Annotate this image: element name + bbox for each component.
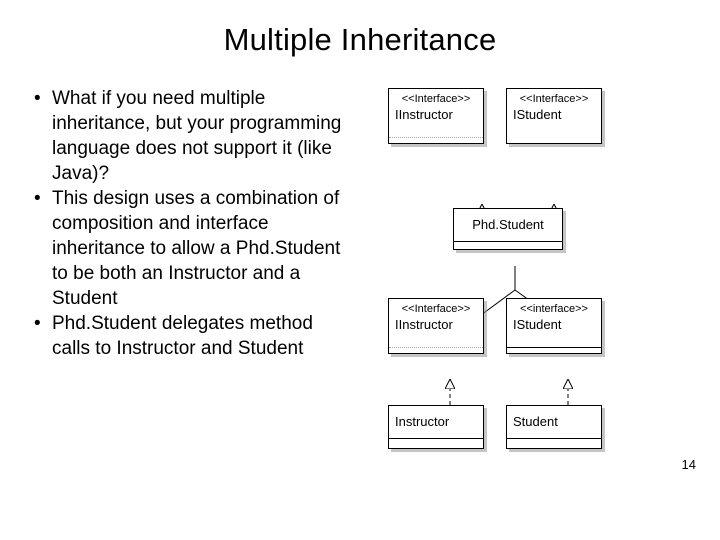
uml-class-name: Phd.Student	[472, 217, 544, 232]
list-item: • This design uses a combination of comp…	[22, 186, 352, 311]
uml-diagram: <<Interface>> IInstructor <<Interface>> …	[378, 80, 708, 470]
list-item-text: Phd.Student delegates method calls to In…	[52, 313, 313, 359]
uml-divider	[389, 137, 483, 138]
uml-stereotype: <<Interface>>	[519, 93, 589, 105]
uml-divider	[507, 438, 601, 439]
uml-box-instructor: Instructor	[388, 405, 484, 449]
list-item: • What if you need multiple inheritance,…	[22, 86, 352, 186]
uml-box-phd-student: Phd.Student	[453, 208, 563, 250]
uml-divider	[389, 438, 483, 439]
list-item-text: What if you need multiple inheritance, b…	[52, 88, 342, 184]
bullet-list: • What if you need multiple inheritance,…	[22, 86, 352, 361]
uml-divider	[389, 347, 483, 348]
bullet-marker: •	[34, 313, 41, 334]
uml-stereotype: <<interface>>	[520, 303, 588, 315]
uml-stereotype: <<Interface>>	[401, 303, 471, 315]
uml-divider	[507, 347, 601, 348]
uml-class-name: IStudent	[513, 317, 562, 332]
uml-box-istudent-top: <<Interface>> IStudent	[506, 88, 602, 144]
uml-class-name: Student	[513, 414, 558, 429]
uml-box-iinstructor-mid: <<Interface>> IInstructor	[388, 298, 484, 354]
page-number: 14	[681, 457, 696, 472]
uml-stereotype: <<Interface>>	[401, 93, 471, 105]
bullet-marker: •	[34, 188, 41, 209]
uml-box-iinstructor-top: <<Interface>> IInstructor	[388, 88, 484, 144]
uml-class-name: IInstructor	[395, 317, 453, 332]
bullet-marker: •	[34, 88, 41, 109]
list-item: • Phd.Student delegates method calls to …	[22, 311, 352, 361]
page-title: Multiple Inheritance	[223, 22, 497, 57]
uml-class-name: IInstructor	[395, 107, 453, 122]
uml-divider	[454, 241, 562, 242]
uml-class-name: Instructor	[395, 414, 450, 429]
uml-box-istudent-mid: <<interface>> IStudent	[506, 298, 602, 354]
uml-box-student: Student	[506, 405, 602, 449]
uml-class-name: IStudent	[513, 107, 562, 122]
list-item-text: This design uses a combination of compos…	[52, 188, 341, 309]
